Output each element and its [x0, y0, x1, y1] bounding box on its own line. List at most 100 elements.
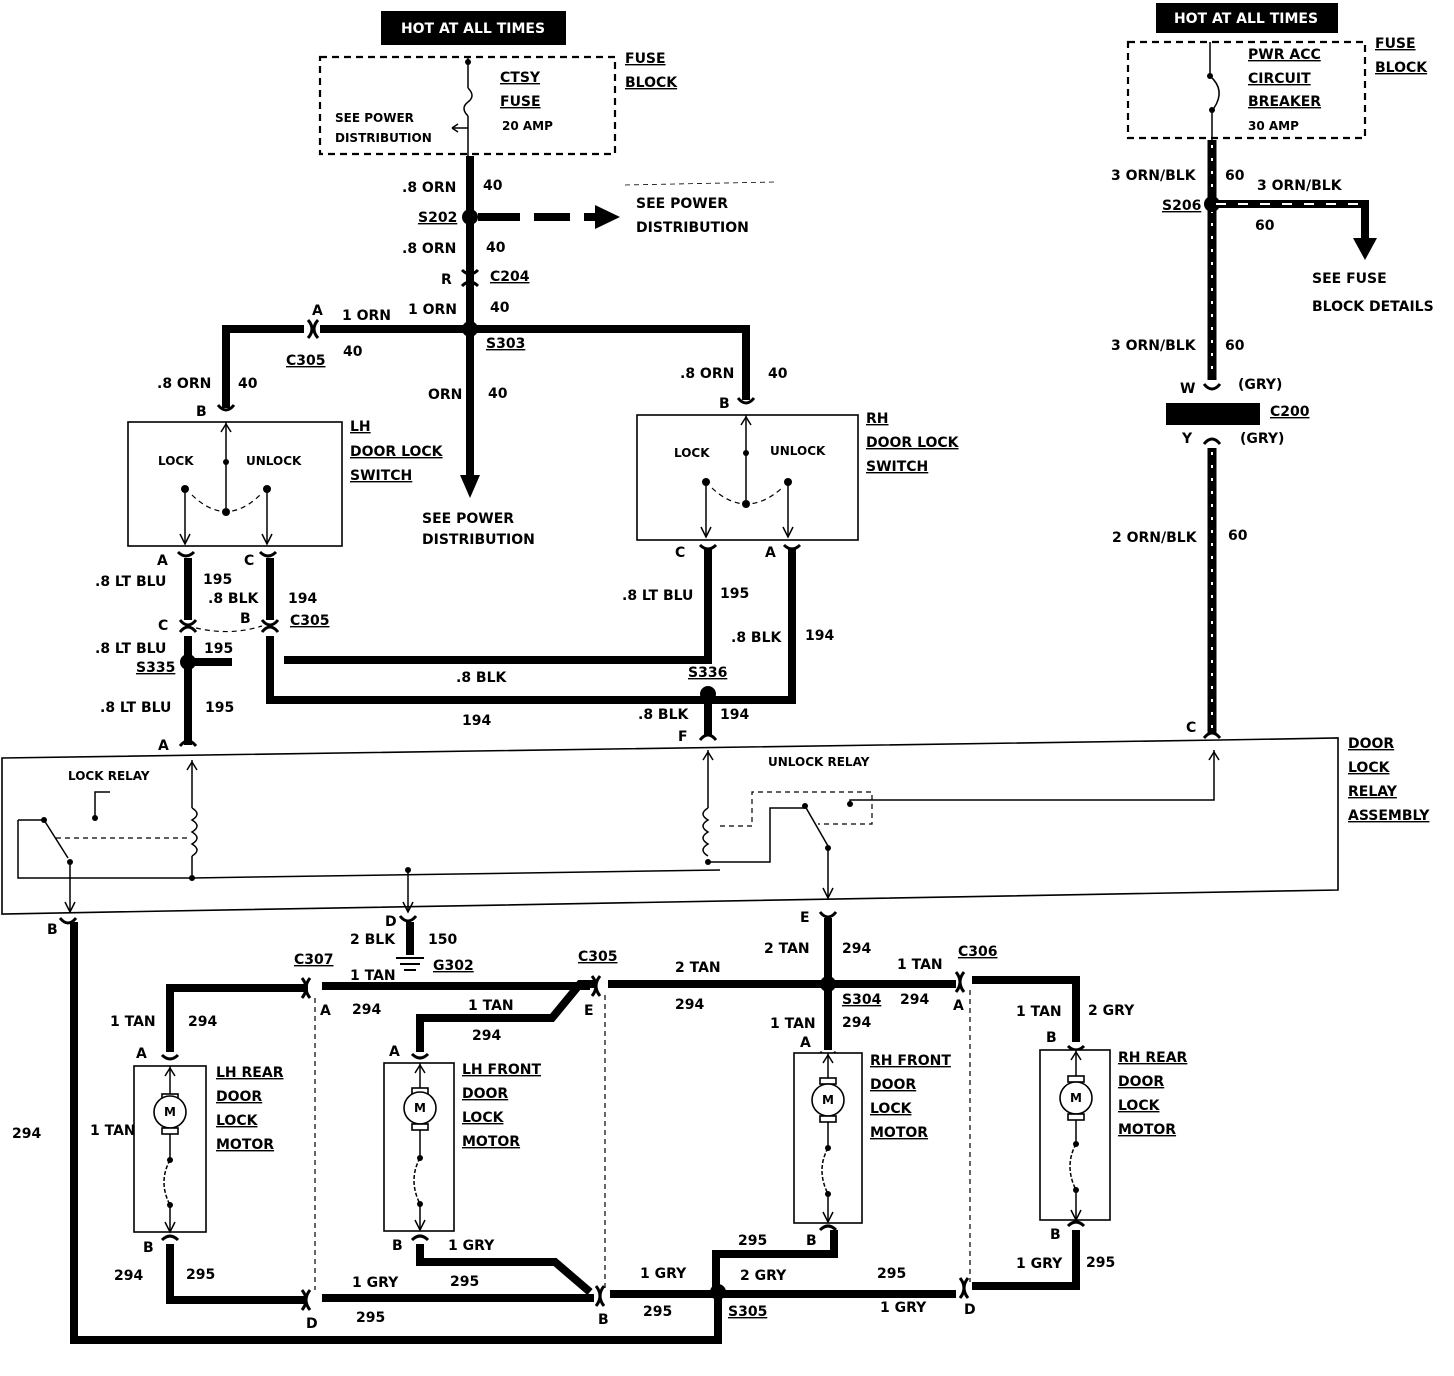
- relay-assembly-line2: LOCK: [1348, 760, 1391, 776]
- lh-switch-line2: DOOR LOCK: [350, 444, 444, 460]
- pin-y: Y: [1181, 431, 1193, 447]
- wire-295-long: [70, 922, 722, 1344]
- rh-unlock-text: UNLOCK: [770, 444, 826, 458]
- wl-23: 195: [720, 586, 749, 602]
- pin-w: W: [1180, 381, 1195, 397]
- connector-c200: [1166, 403, 1260, 425]
- connector-c200-label: C200: [1270, 404, 1310, 420]
- fuse-block-right: [1126, 40, 1367, 140]
- wl-4: 1 ORN: [342, 308, 391, 324]
- wl-59: 294: [114, 1268, 143, 1284]
- wl-55: 294: [472, 1028, 501, 1044]
- wl-19: 195: [204, 641, 233, 657]
- relay-pin-f-conn: [698, 733, 718, 741]
- lh-unlock-text: UNLOCK: [246, 454, 302, 468]
- pin-a-rh-rear: B: [1046, 1030, 1057, 1046]
- ctsy-fuse-amp: 20 AMP: [502, 119, 553, 133]
- wl-7: 40: [490, 300, 510, 316]
- relay-pin-e-conn: [818, 911, 838, 919]
- lh-switch-line1: LH: [350, 419, 371, 435]
- lock-relay-label: LOCK RELAY: [68, 769, 150, 783]
- relay-assembly-line1: DOOR: [1348, 736, 1394, 752]
- wl-20: .8 LT BLU: [100, 700, 171, 716]
- hot-at-all-times-left-text: HOT AT ALL TIMES: [401, 21, 545, 37]
- wl-37: 60: [1228, 528, 1248, 544]
- connector-c305-bottom-label: C305: [578, 949, 618, 965]
- relay-assembly-line4: ASSEMBLY: [1348, 808, 1430, 824]
- rh-front-line1: RH FRONT: [870, 1053, 951, 1069]
- wl-67: 295: [643, 1304, 672, 1320]
- connector-c305-top: [306, 319, 320, 339]
- wl-10: ORN: [428, 387, 462, 403]
- pin-b-c305: B: [240, 611, 251, 627]
- wl-16: .8 BLK: [208, 591, 260, 607]
- relay-assembly-line3: RELAY: [1348, 784, 1398, 800]
- lock-relay-circuit: [17, 760, 721, 914]
- wl-22: .8 LT BLU: [622, 588, 693, 604]
- connector-c305-mid-label: C305: [290, 613, 330, 629]
- wire-195-to-rh: [188, 548, 712, 666]
- lh-front-line3: LOCK: [462, 1110, 505, 1126]
- lh-switch-line3: SWITCH: [350, 468, 412, 484]
- splice-s303: S303: [486, 336, 525, 352]
- pin-b-rh: B: [719, 396, 730, 412]
- connector-c204-label: C204: [490, 269, 530, 285]
- c200-y-pin: [1202, 437, 1222, 445]
- lh-front-motor: [383, 1052, 455, 1242]
- wl-65: 295: [450, 1274, 479, 1290]
- wire-294-lh-front: [416, 980, 596, 1052]
- wl-60: 2 GRY: [1088, 1003, 1135, 1019]
- pin-b-lh: B: [196, 404, 207, 420]
- pin-a-lh-front: A: [389, 1044, 400, 1060]
- lh-front-line1: LH FRONT: [462, 1062, 541, 1078]
- lh-lock-text: LOCK: [158, 454, 194, 468]
- hot-at-all-times-banner-left: [381, 11, 566, 45]
- wl-13: 40: [768, 366, 788, 382]
- wire-295-rh-front: [712, 1230, 838, 1294]
- wl-29: 194: [720, 707, 749, 723]
- wl-43: 2 TAN: [675, 960, 721, 976]
- connector-c204: [460, 268, 480, 288]
- rh-rear-m: M: [1070, 1091, 1082, 1105]
- lh-door-lock-switch: [127, 421, 343, 547]
- rh-lock-text: LOCK: [674, 446, 710, 460]
- rh-front-m: M: [822, 1093, 834, 1107]
- relay-pin-c-conn: [1202, 731, 1222, 739]
- pin-a-c306: A: [953, 998, 964, 1014]
- breaker-line2: CIRCUIT: [1248, 71, 1311, 87]
- lh-rear-line2: DOOR: [216, 1089, 262, 1105]
- wl-46: 294: [842, 941, 871, 957]
- see-power-dist-small-2: DISTRIBUTION: [335, 131, 432, 145]
- breaker-line1: PWR ACC: [1248, 47, 1321, 63]
- pin-a-rh-front: A: [800, 1035, 811, 1051]
- wl-1: 40: [483, 178, 503, 194]
- pin-b-rh-front: B: [806, 1233, 817, 1249]
- pin-e-c305: E: [584, 1003, 594, 1019]
- lh-rear-m: M: [164, 1105, 176, 1119]
- pin-b-lh-rear: B: [143, 1240, 154, 1256]
- rh-switch-line1: RH: [866, 411, 889, 427]
- wl-35: 60: [1225, 338, 1245, 354]
- lh-switch-mechanism: [179, 422, 273, 546]
- arrow-s202: [595, 205, 620, 229]
- wl-57: 294: [12, 1126, 41, 1142]
- pin-c-c305: C: [158, 618, 168, 634]
- wl-45: 2 TAN: [764, 941, 810, 957]
- wire-to-rh-switch: [470, 325, 750, 400]
- wl-6: 1 ORN: [408, 302, 457, 318]
- connector-c305-top-label: C305: [286, 353, 326, 369]
- wl-15: 195: [203, 572, 232, 588]
- c307-connector-top: [300, 977, 312, 999]
- splice-s202-dot: [462, 209, 478, 225]
- wire-294-lh-rear: [166, 984, 308, 1052]
- circuit-breaker-symbol: [1207, 42, 1220, 140]
- rh-rear-line2: DOOR: [1118, 1074, 1164, 1090]
- wl-24: .8 BLK: [731, 630, 783, 646]
- wl-62: 1 GRY: [352, 1275, 399, 1291]
- wl-69: 295: [738, 1233, 767, 1249]
- wl-54: 1 TAN: [468, 998, 514, 1014]
- lh-front-line4: MOTOR: [462, 1134, 520, 1150]
- wire-60-branch: [1212, 200, 1369, 240]
- connector-c306-label: C306: [958, 944, 998, 960]
